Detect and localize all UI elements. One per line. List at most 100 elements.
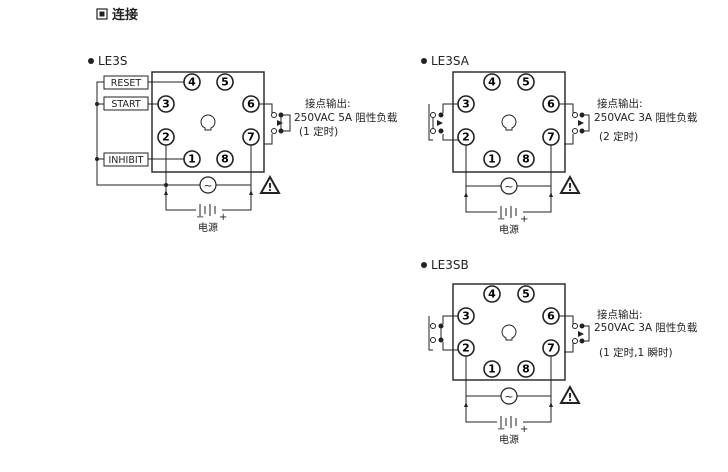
le3s-diagram: LE3S 4 5 3 6 2 7 1 8 RESET START INHIBIT <box>88 54 398 234</box>
power-label: 电源 <box>499 433 519 446</box>
svg-text:5: 5 <box>522 76 530 89</box>
svg-text:~: ~ <box>203 179 212 192</box>
contact-switch-icon <box>559 103 590 145</box>
pin-1: 1 <box>183 150 201 168</box>
timer-note: (2 定时) <box>599 130 638 143</box>
contact-switch-icon <box>428 315 458 351</box>
pin-3: 3 <box>157 95 175 113</box>
pin-2: 2 <box>457 128 475 146</box>
warning-triangle-icon: ! <box>559 384 581 404</box>
svg-text:−: − <box>497 214 505 225</box>
battery-icon <box>500 206 517 218</box>
output-label: 接点输出: <box>597 308 643 321</box>
svg-text:4: 4 <box>488 76 496 89</box>
output-spec: 250VAC 3A 阻性负载 <box>594 111 698 124</box>
svg-text:START: START <box>111 99 141 110</box>
pin-6: 6 <box>542 307 560 325</box>
svg-text:~: ~ <box>504 390 513 403</box>
svg-text:4: 4 <box>188 76 196 89</box>
warning-triangle-icon: ! <box>559 174 581 194</box>
pin-2: 2 <box>457 339 475 357</box>
svg-text:!: ! <box>567 391 572 404</box>
svg-text:8: 8 <box>221 153 229 166</box>
warning-triangle-icon: ! <box>259 174 281 194</box>
svg-text:5: 5 <box>522 288 530 301</box>
timer-note: (1 定时) <box>299 125 338 138</box>
contact-switch-icon <box>259 103 291 145</box>
svg-text:−: − <box>196 212 204 223</box>
svg-text:6: 6 <box>247 98 255 111</box>
svg-text:7: 7 <box>547 131 555 144</box>
reset-input-label: RESET <box>103 75 149 90</box>
pin-1: 1 <box>483 150 501 168</box>
le3sa-diagram: LE3SA 4 5 3 6 2 7 1 8 <box>421 54 698 236</box>
pin-5: 5 <box>216 73 234 91</box>
model-name: LE3SB <box>431 258 469 272</box>
pin-1: 1 <box>483 360 501 378</box>
svg-text:3: 3 <box>162 98 170 111</box>
relay-body <box>151 71 265 173</box>
key-slot-icon <box>200 114 216 131</box>
svg-text:7: 7 <box>247 131 255 144</box>
svg-text:8: 8 <box>522 153 530 166</box>
relay-body <box>452 283 566 381</box>
model-name: LE3SA <box>431 54 470 68</box>
model-name: LE3S <box>98 54 128 68</box>
section-title: 连接 <box>112 7 138 23</box>
timer-note: (1 定时,1 瞬时) <box>599 346 673 359</box>
output-label: 接点输出: <box>305 97 351 110</box>
pin-3: 3 <box>457 95 475 113</box>
svg-text:INHIBIT: INHIBIT <box>109 155 144 166</box>
key-slot-icon <box>501 114 517 131</box>
inhibit-input-label: INHIBIT <box>103 152 149 167</box>
svg-text:5: 5 <box>221 76 229 89</box>
svg-text:RESET: RESET <box>111 78 142 89</box>
pin-7: 7 <box>542 339 560 357</box>
pin-3: 3 <box>457 307 475 325</box>
pin-4: 4 <box>483 73 501 91</box>
pin-6: 6 <box>542 95 560 113</box>
relay-body <box>452 71 566 173</box>
pin-8: 8 <box>216 150 234 168</box>
pin-5: 5 <box>517 285 535 303</box>
pin-4: 4 <box>183 73 201 91</box>
key-slot-icon <box>501 324 517 341</box>
pin-8: 8 <box>517 360 535 378</box>
pin-5: 5 <box>517 73 535 91</box>
svg-text:6: 6 <box>547 310 555 323</box>
contact-switch-icon <box>559 315 590 353</box>
bullet-dot-icon <box>421 262 427 268</box>
svg-text:6: 6 <box>547 98 555 111</box>
svg-text:2: 2 <box>462 342 470 355</box>
svg-text:+: + <box>520 424 528 435</box>
battery-icon <box>199 204 216 216</box>
bullet-dot-icon <box>88 58 94 64</box>
svg-text:!: ! <box>267 181 272 194</box>
output-label: 接点输出: <box>597 97 643 110</box>
svg-text:!: ! <box>567 181 572 194</box>
svg-text:1: 1 <box>188 153 196 166</box>
contact-switch-icon <box>428 103 458 141</box>
svg-text:2: 2 <box>162 131 170 144</box>
pin-2: 2 <box>157 128 175 146</box>
svg-text:1: 1 <box>488 363 496 376</box>
svg-text:3: 3 <box>462 310 470 323</box>
svg-text:4: 4 <box>488 288 496 301</box>
pin-7: 7 <box>542 128 560 146</box>
svg-text:7: 7 <box>547 342 555 355</box>
pin-7: 7 <box>242 128 260 146</box>
pin-4: 4 <box>483 285 501 303</box>
section-header: 连接 <box>96 7 138 23</box>
svg-text:~: ~ <box>504 180 513 193</box>
svg-text:+: + <box>219 212 227 223</box>
svg-text:1: 1 <box>488 153 496 166</box>
bullet-dot-icon <box>421 58 427 64</box>
svg-text:−: − <box>497 424 505 435</box>
ac-source-icon <box>199 176 217 194</box>
output-spec: 250VAC 3A 阻性负载 <box>594 321 698 334</box>
pin-6: 6 <box>242 95 260 113</box>
start-input-label: START <box>103 96 149 111</box>
svg-text:+: + <box>520 214 528 225</box>
le3sb-diagram: LE3SB 4 5 3 6 2 7 1 8 ~ <box>421 258 698 446</box>
